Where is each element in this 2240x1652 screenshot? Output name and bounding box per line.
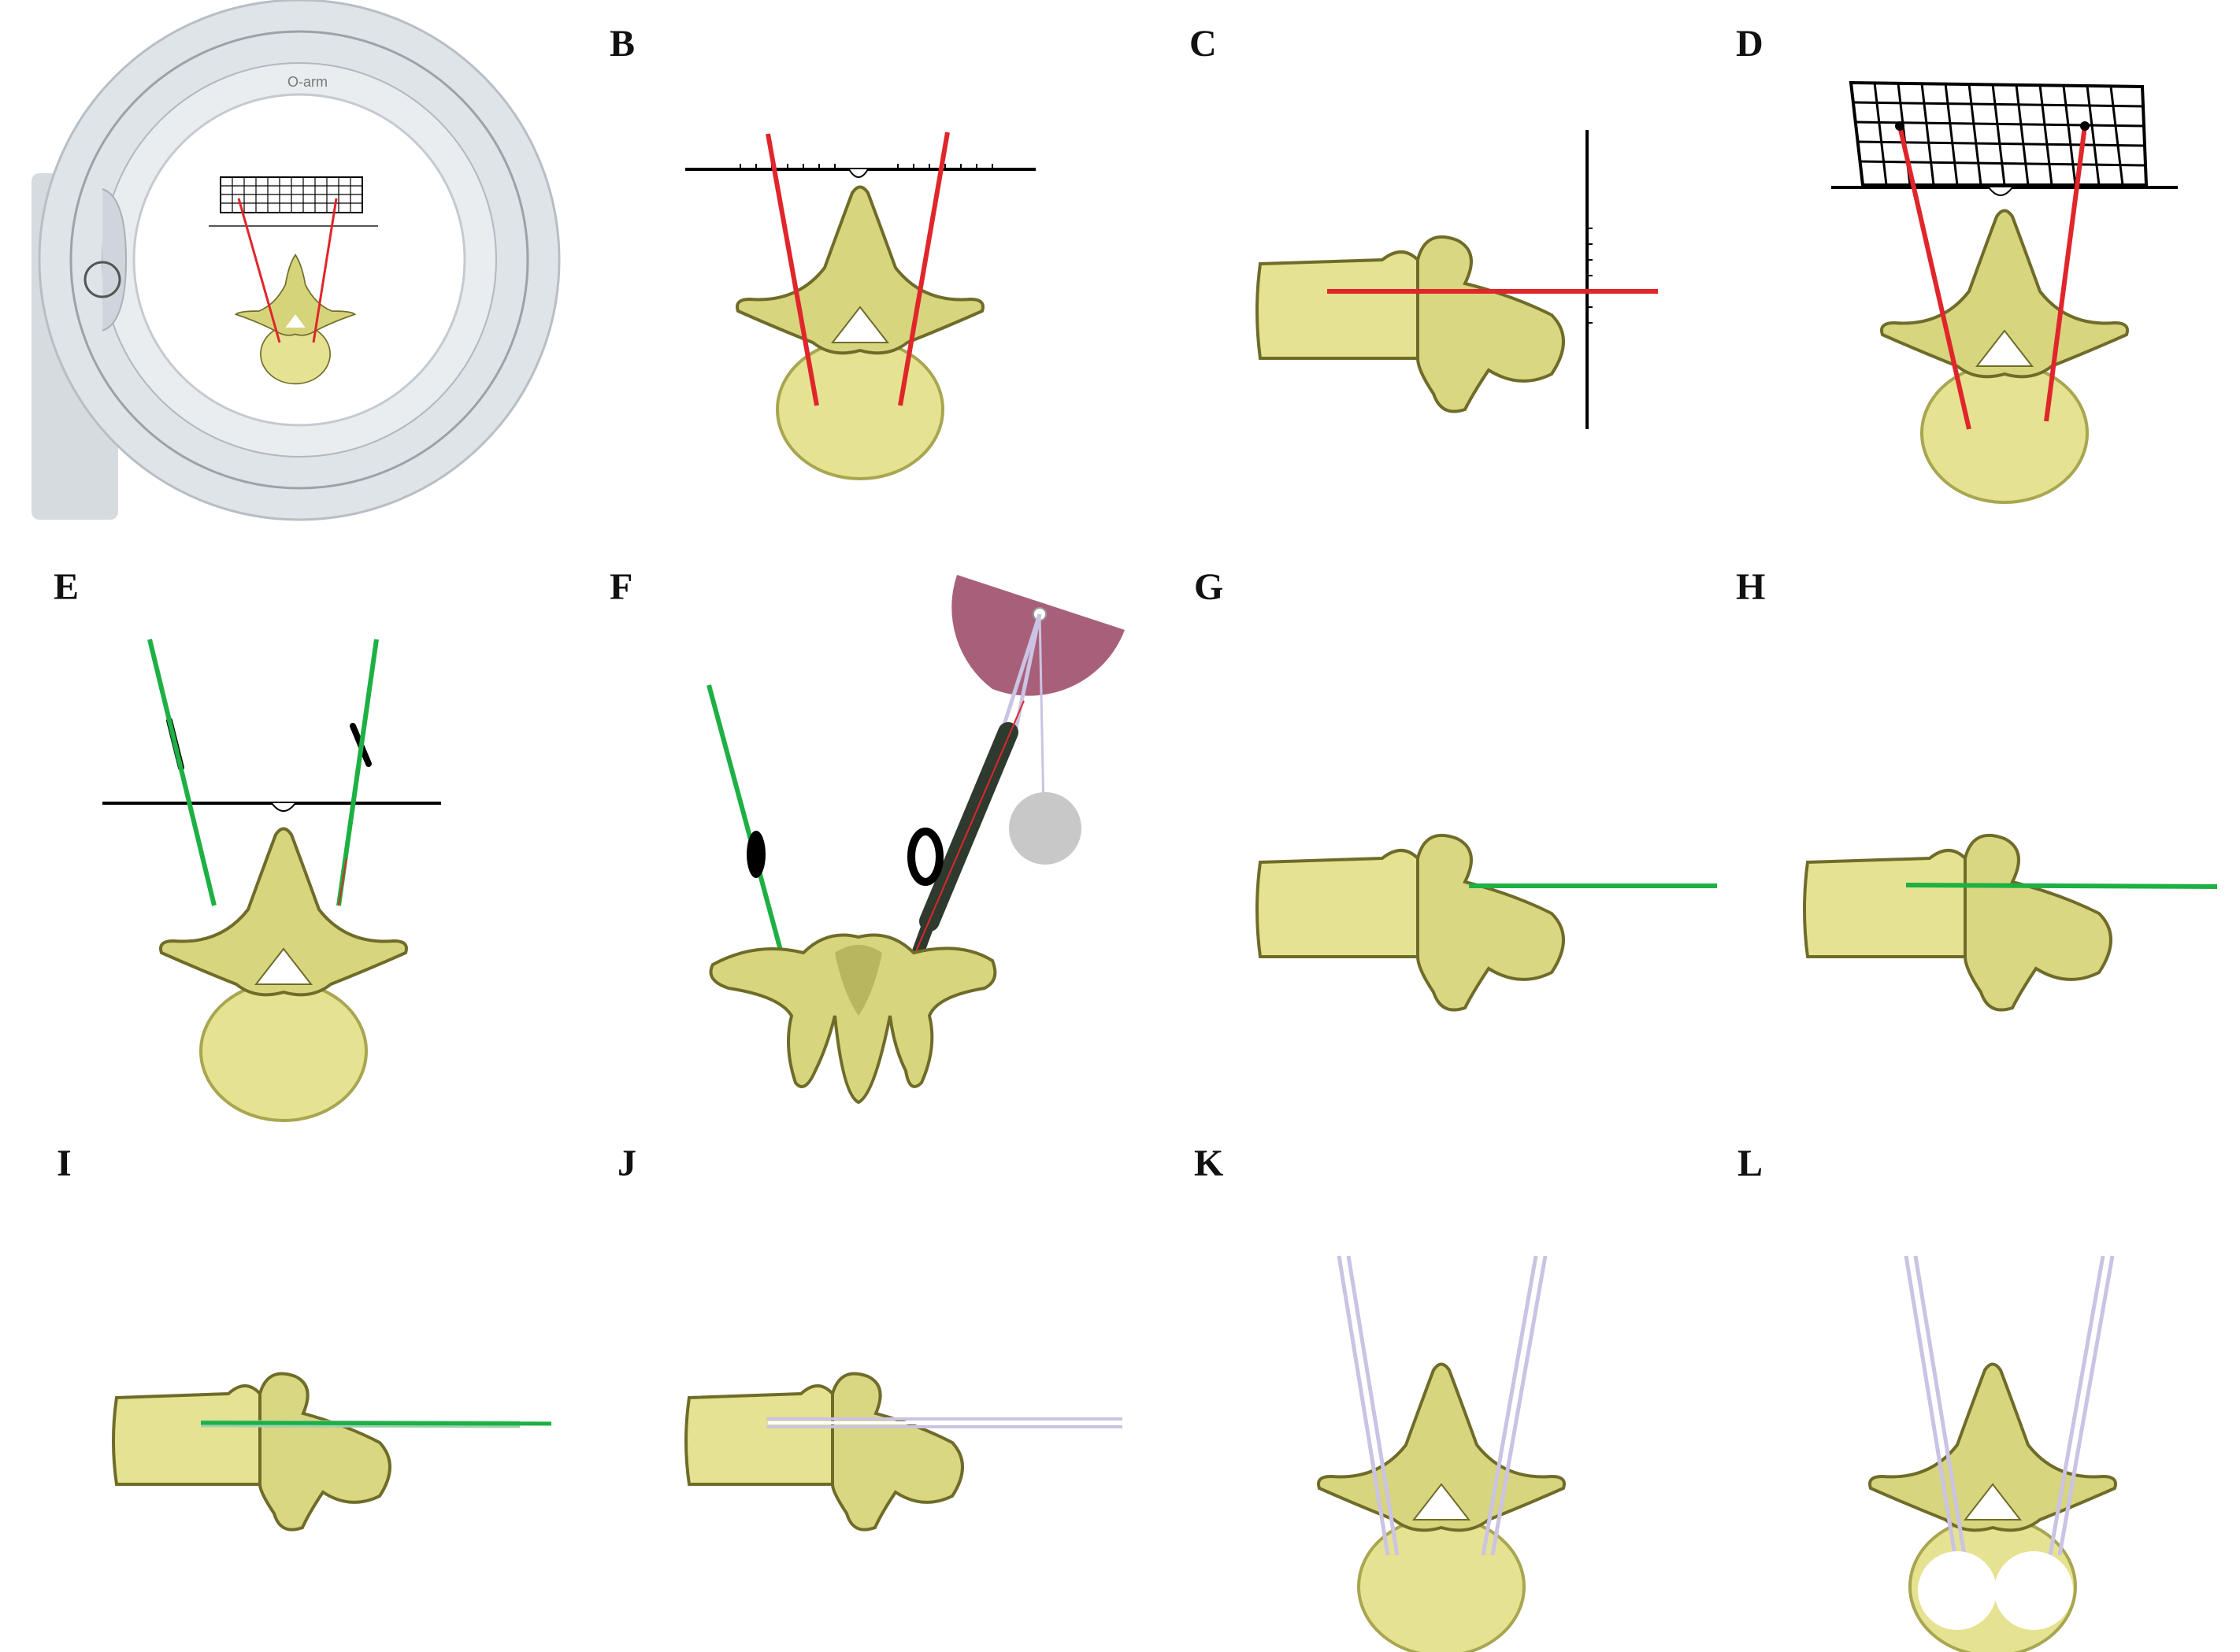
vertebra-axial bbox=[736, 185, 985, 480]
panel-c-letter: C bbox=[1189, 23, 1217, 65]
left-guide-wire bbox=[1904, 1255, 1967, 1556]
vertebra-posterior bbox=[709, 933, 997, 1105]
lateral-needle-entry bbox=[1255, 834, 1717, 1012]
guide-wire bbox=[766, 1417, 1122, 1428]
vertebra-lateral bbox=[112, 1372, 391, 1532]
panel-e-letter: E bbox=[54, 566, 80, 608]
panel-h-letter: H bbox=[1736, 566, 1766, 608]
panel-e: E bbox=[0, 543, 551, 1126]
vertebra-axial-small bbox=[234, 254, 357, 385]
panel-d: D bbox=[1733, 0, 2240, 543]
right-trajectory-line bbox=[898, 131, 950, 406]
axial-grid-projection bbox=[1831, 80, 2178, 504]
vertebra-lateral bbox=[1255, 834, 1565, 1012]
left-cement-bolus bbox=[1918, 1551, 1997, 1630]
needle-line bbox=[200, 1420, 552, 1426]
axial-guide-wires-placed bbox=[1317, 1255, 1566, 1652]
lateral-guide-wire-placed bbox=[684, 1372, 1122, 1532]
vertebra-axial bbox=[1317, 1362, 1566, 1652]
vertebra-axial bbox=[1868, 1362, 2117, 1652]
panel-f: F bbox=[599, 543, 1181, 1126]
o-arm-label: O-arm bbox=[287, 74, 328, 90]
right-needle-line bbox=[336, 639, 379, 906]
lateral-planned-trajectory bbox=[1255, 130, 1658, 429]
right-cement-bolus bbox=[1994, 1551, 2073, 1630]
panel-g: G bbox=[1181, 543, 1733, 1126]
lateral-needle-advanced bbox=[1803, 834, 2218, 1012]
needle-line bbox=[1905, 883, 2218, 889]
o-arm-scanner-illustration: O-arm bbox=[32, 0, 561, 535]
panel-c: C bbox=[1181, 0, 1733, 543]
vertebra-lateral bbox=[684, 1372, 964, 1532]
panel-b: B bbox=[599, 0, 1150, 543]
panel-k-letter: K bbox=[1194, 1143, 1224, 1184]
vertebra-axial bbox=[159, 827, 408, 1122]
vertebra-lateral bbox=[1803, 834, 2112, 1012]
left-needle-line bbox=[147, 639, 217, 906]
panel-l-letter: L bbox=[1737, 1143, 1763, 1184]
panel-d-letter: D bbox=[1736, 23, 1763, 65]
panel-k: K bbox=[1181, 1126, 1733, 1652]
panel-a: A O-arm bbox=[0, 0, 561, 543]
panel-j-letter: J bbox=[617, 1143, 636, 1184]
reference-grid bbox=[220, 176, 363, 213]
panel-i-letter: I bbox=[57, 1143, 72, 1184]
vertebra-lateral bbox=[1255, 235, 1565, 413]
left-guide-wire bbox=[1337, 1255, 1400, 1556]
axial-cement-filled bbox=[1868, 1255, 2117, 1652]
panel-b-letter: B bbox=[610, 23, 636, 65]
right-guide-wire bbox=[2048, 1255, 2115, 1556]
protractor-icon bbox=[951, 575, 1125, 696]
panel-i: I bbox=[0, 1126, 583, 1652]
reference-grid bbox=[1849, 80, 2149, 187]
panel-g-letter: G bbox=[1194, 566, 1224, 608]
axial-planned-trajectory bbox=[685, 131, 1036, 480]
lateral-needle-at-target bbox=[112, 1372, 552, 1532]
panel-h: H bbox=[1733, 543, 2240, 1126]
panel-j: J bbox=[599, 1126, 1181, 1652]
scanner-emblem-icon bbox=[83, 261, 121, 298]
panel-f-letter: F bbox=[610, 566, 633, 608]
vertebra-axial bbox=[1880, 209, 2129, 504]
posterior-angle-measurement bbox=[706, 575, 1125, 1105]
right-guide-wire bbox=[1481, 1255, 1548, 1556]
left-trajectory-line bbox=[766, 133, 819, 406]
panel-l: L bbox=[1733, 1126, 2240, 1652]
plumb-bob-icon bbox=[1009, 792, 1081, 865]
axial-guided-puncture bbox=[102, 639, 441, 1122]
